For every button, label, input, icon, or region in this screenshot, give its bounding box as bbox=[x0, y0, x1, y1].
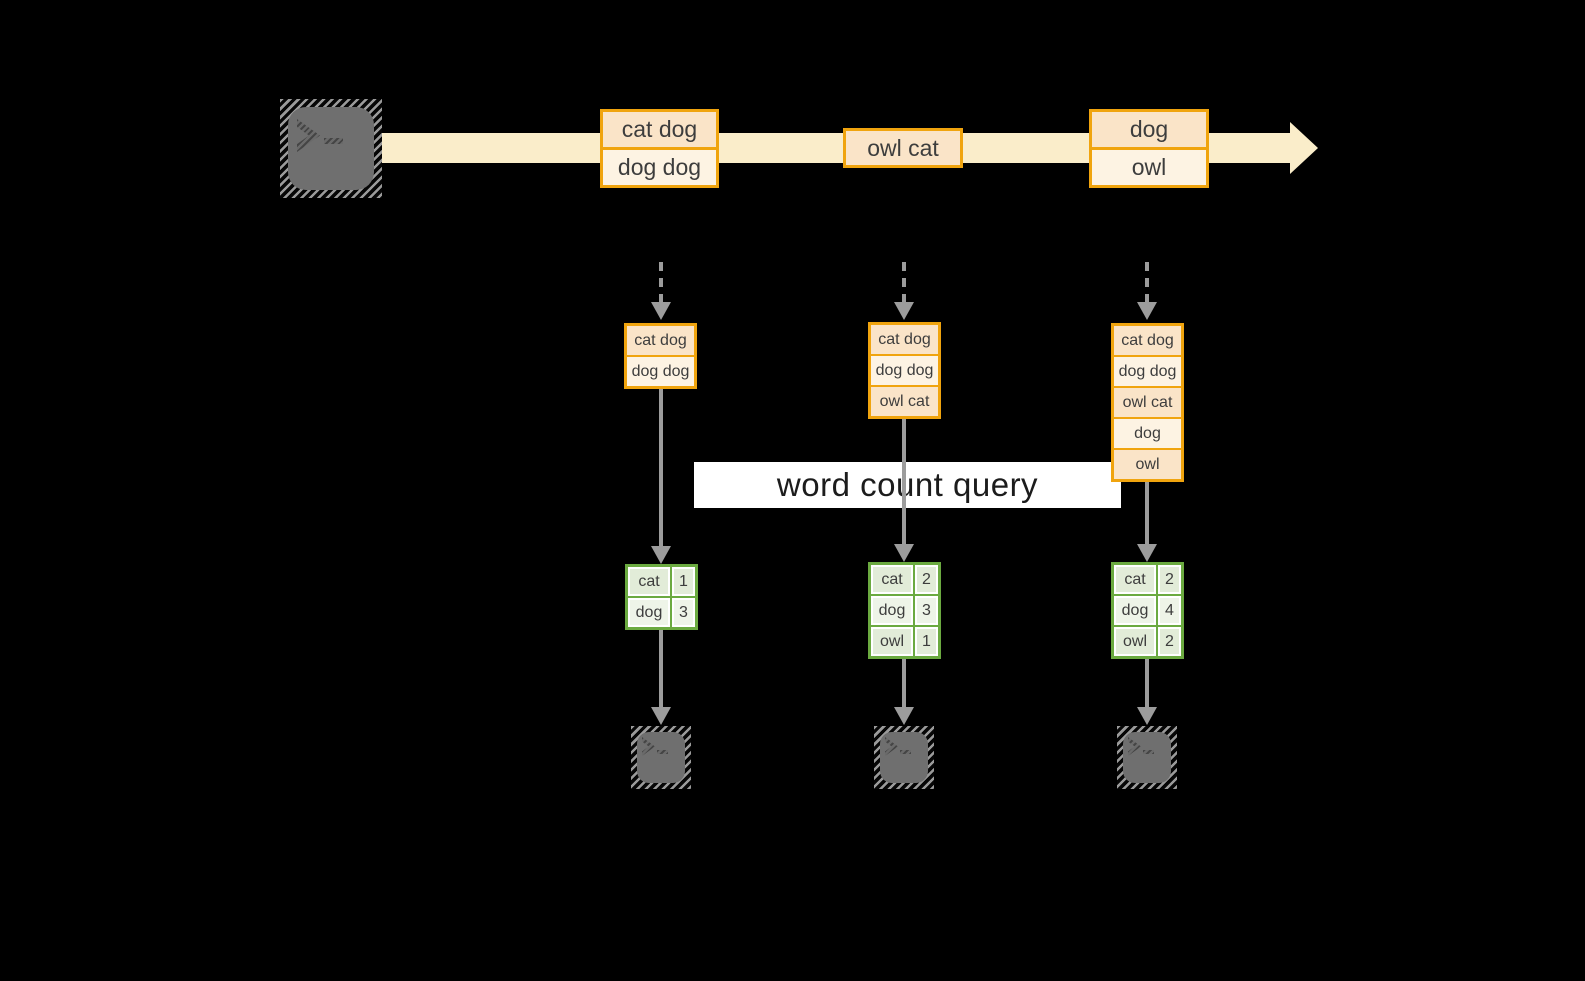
terminal-output-icon bbox=[631, 726, 691, 789]
arrow-head-icon bbox=[1137, 302, 1157, 320]
count-cell: 4 bbox=[1158, 596, 1181, 625]
dashed-arrow bbox=[902, 262, 906, 302]
record-cell: dog dog bbox=[627, 357, 694, 386]
arrow-head-icon bbox=[651, 302, 671, 320]
dashed-arrow bbox=[1145, 262, 1149, 302]
record-cell: owl cat bbox=[1114, 388, 1181, 417]
record-cell: cat dog bbox=[627, 326, 694, 355]
word-cell: owl bbox=[871, 627, 913, 656]
word-cell: dog bbox=[628, 598, 670, 627]
arrow-head-icon bbox=[894, 707, 914, 725]
connector-arrow bbox=[1145, 482, 1149, 544]
terminal-source-icon bbox=[280, 99, 382, 198]
arrow-head-icon bbox=[1137, 544, 1157, 562]
record-cell: owl cat bbox=[846, 131, 960, 165]
arrow-head-icon bbox=[894, 302, 914, 320]
word-count-table: cat 2 dog 4 owl 2 bbox=[1111, 562, 1184, 659]
prompt-underscore-icon bbox=[1143, 750, 1154, 754]
connector-arrow bbox=[659, 387, 663, 547]
terminal-output-icon bbox=[874, 726, 934, 789]
record-cell: dog bbox=[1092, 112, 1206, 147]
record-cell: cat dog bbox=[871, 325, 938, 354]
connector-arrow bbox=[902, 658, 906, 708]
word-cell: owl bbox=[1114, 627, 1156, 656]
accumulated-state-box: cat dog dog dog owl cat dog owl bbox=[1111, 323, 1184, 482]
count-cell: 3 bbox=[915, 596, 938, 625]
word-cell: cat bbox=[628, 567, 670, 596]
count-cell: 2 bbox=[915, 565, 938, 594]
stream-batch-box: cat dog dog dog bbox=[600, 109, 719, 188]
word-count-table: cat 1 dog 3 bbox=[625, 564, 698, 630]
prompt-underscore-icon bbox=[900, 750, 911, 754]
terminal-body bbox=[288, 107, 374, 190]
connector-arrow bbox=[1145, 658, 1149, 708]
count-cell: 1 bbox=[672, 567, 695, 596]
record-cell: dog dog bbox=[871, 356, 938, 385]
arrow-head-icon bbox=[1137, 707, 1157, 725]
stream-batch-box: owl cat bbox=[843, 128, 963, 168]
prompt-underscore-icon bbox=[324, 138, 343, 144]
record-cell: cat dog bbox=[1114, 326, 1181, 355]
accumulated-state-box: cat dog dog dog owl cat bbox=[868, 322, 941, 419]
stream-batch-box: dog owl bbox=[1089, 109, 1209, 188]
dashed-arrow bbox=[659, 262, 663, 302]
record-cell: owl bbox=[1114, 450, 1181, 479]
record-cell: dog dog bbox=[1114, 357, 1181, 386]
word-cell: cat bbox=[871, 565, 913, 594]
record-cell: dog bbox=[1114, 419, 1181, 448]
count-cell: 2 bbox=[1158, 627, 1181, 656]
arrow-head-icon bbox=[651, 546, 671, 564]
count-cell: 2 bbox=[1158, 565, 1181, 594]
record-cell: owl cat bbox=[871, 387, 938, 416]
accumulated-state-box: cat dog dog dog bbox=[624, 323, 697, 389]
word-cell: dog bbox=[1114, 596, 1156, 625]
arrow-head-icon bbox=[651, 707, 671, 725]
word-cell: dog bbox=[871, 596, 913, 625]
arrow-head-icon bbox=[894, 544, 914, 562]
stream-arrow-head-icon bbox=[1290, 122, 1318, 174]
word-count-query-banner: word count query bbox=[694, 462, 1121, 508]
connector-arrow bbox=[659, 629, 663, 708]
word-count-table: cat 2 dog 3 owl 1 bbox=[868, 562, 941, 659]
count-cell: 1 bbox=[915, 627, 938, 656]
word-cell: cat bbox=[1114, 565, 1156, 594]
terminal-output-icon bbox=[1117, 726, 1177, 789]
banner-label: word count query bbox=[776, 466, 1039, 503]
connector-arrow bbox=[902, 418, 906, 544]
record-cell: cat dog bbox=[603, 112, 716, 147]
record-cell: owl bbox=[1092, 150, 1206, 185]
record-cell: dog dog bbox=[603, 150, 716, 185]
count-cell: 3 bbox=[672, 598, 695, 627]
prompt-underscore-icon bbox=[657, 750, 668, 754]
